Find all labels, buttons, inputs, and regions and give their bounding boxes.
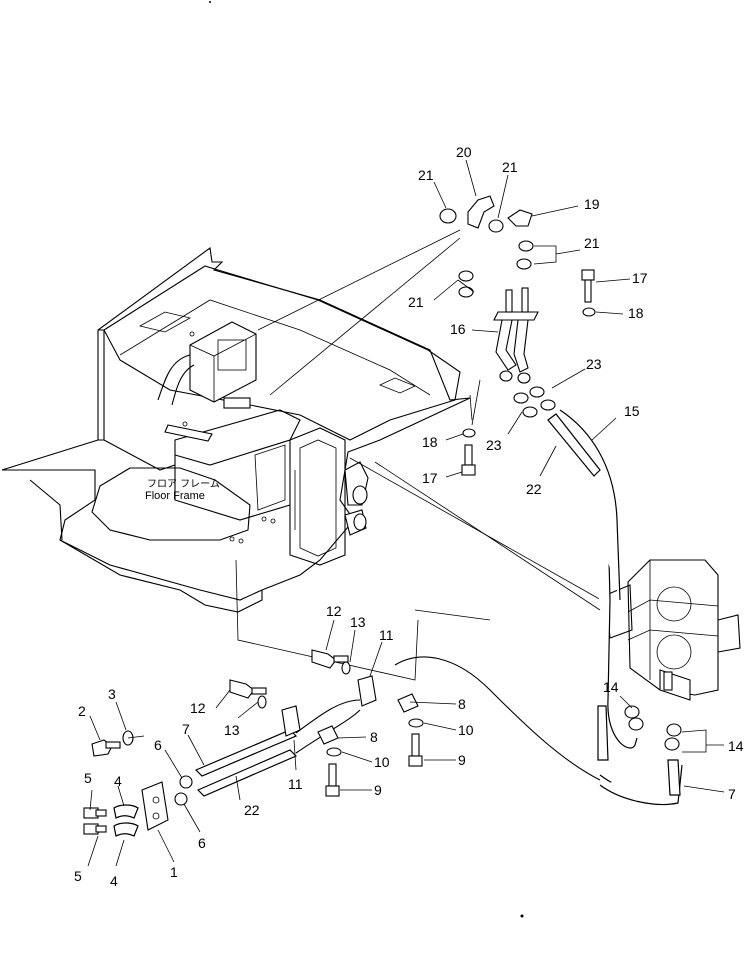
callout-6: 6 [154,737,162,753]
callout-5: 5 [74,868,82,884]
clamp-21f [458,286,474,298]
callout-2: 2 [78,703,86,719]
callout-9: 9 [458,752,466,768]
callout-11: 11 [379,627,394,643]
callout-21: 21 [408,294,424,310]
callout-23: 23 [586,356,602,372]
callout-3: 3 [108,686,116,702]
callout-21: 21 [502,159,518,175]
callout-21: 21 [584,235,600,251]
callout-1: 1 [170,864,178,880]
control-box [157,321,257,442]
floor-frame [1,247,471,613]
clamp-21c [518,240,534,252]
callout-8: 8 [458,696,466,712]
heater-unit [605,559,741,701]
callout-11: 11 [288,776,303,792]
callout-14: 14 [603,679,619,695]
callout-17: 17 [632,270,648,286]
callout-13: 13 [350,614,366,630]
callout-19: 19 [584,196,600,212]
fittings [83,195,682,835]
floor-frame-label-jp: フロア フレーム [147,478,220,490]
leader-lines [87,159,725,867]
callout-23: 23 [486,437,502,453]
callout-4: 4 [110,873,118,889]
clamp-21b [488,219,504,233]
callout-15: 15 [624,403,640,419]
callout-7: 7 [728,786,736,802]
callout-10: 10 [374,754,390,770]
callout-4: 4 [114,773,122,789]
elbow-19 [507,209,533,227]
clamp-21e [458,270,474,282]
callout-9: 9 [374,782,382,798]
floor-frame-label-en: Floor Frame [145,490,205,502]
callout-18: 18 [628,305,644,321]
clamp-21a [439,208,457,224]
callout-21: 21 [418,167,434,183]
clamp-21d [516,258,532,270]
callout-20: 20 [456,144,472,160]
callout-6: 6 [198,835,206,851]
callout-numbers: 20 21 21 19 21 21 17 18 16 23 15 23 18 1… [74,144,744,889]
callout-14: 14 [728,738,744,754]
callout-12: 12 [190,700,206,716]
callout-18: 18 [422,434,438,450]
stray-dot [520,914,524,918]
callout-17: 17 [422,470,438,486]
callout-22: 22 [526,481,542,497]
callout-8: 8 [370,729,378,745]
callout-10: 10 [458,722,474,738]
stray-dot [209,1,211,3]
callout-12: 12 [326,603,342,619]
callout-5: 5 [84,770,92,786]
callout-16: 16 [450,321,466,337]
elbow-20 [467,195,495,229]
hoses [113,409,683,837]
floor-frame-label: フロア フレーム Floor Frame [145,478,220,502]
callout-7: 7 [182,721,190,737]
callout-13: 13 [224,722,240,738]
callout-22: 22 [244,802,260,818]
